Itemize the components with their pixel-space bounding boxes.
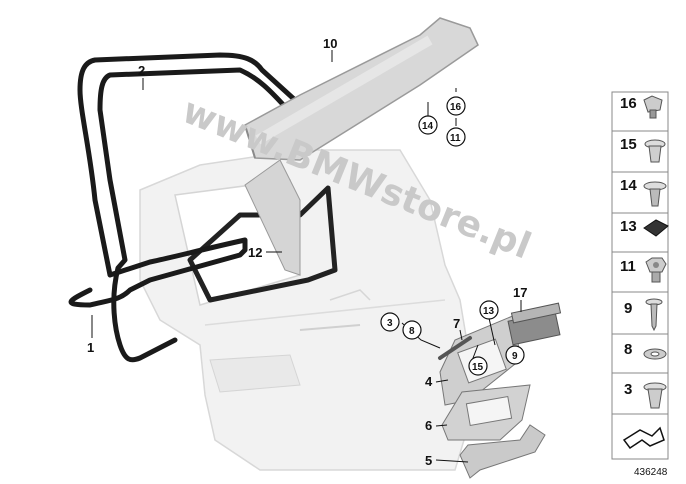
side-panel-number-11: 11 (620, 258, 636, 275)
circled-callout-3: 3 (387, 318, 393, 329)
side-panel-number-15: 15 (620, 136, 637, 153)
hex-nut-icon (645, 257, 667, 283)
circled-callout-14: 14 (422, 121, 434, 132)
callout-6: 6 (425, 418, 432, 433)
side-panel-number-9: 9 (624, 300, 632, 317)
circled-callouts (380, 96, 525, 376)
foam-pad-icon (643, 219, 669, 237)
screw-icon (645, 298, 663, 332)
callout-4: 4 (425, 374, 433, 389)
window-seal (187, 185, 338, 303)
tailgate-seal (68, 52, 298, 363)
side-panel-number-13: 13 (620, 218, 637, 235)
callout-1: 1 (87, 340, 94, 355)
side-panel-number-8: 8 (624, 341, 632, 358)
side-panel-number-3: 3 (624, 381, 632, 398)
callout-5: 5 (425, 453, 432, 468)
side-panel-number-14: 14 (620, 177, 637, 194)
plate-mount-5 (459, 424, 546, 479)
arrow-symbol-icon (622, 426, 665, 450)
callout-7: 7 (453, 316, 460, 331)
rear-spoiler (244, 17, 479, 161)
clip-nut-icon (643, 95, 663, 119)
light-strip-7 (438, 336, 472, 360)
side-panel: 16 15 14 13 11 9 8 3 (611, 91, 669, 460)
callout-2: 2 (138, 63, 145, 78)
push-clip-icon (643, 181, 667, 207)
callout-10: 10 (323, 36, 337, 51)
side-panel-number-16: 16 (620, 95, 637, 112)
circled-callout-11: 11 (450, 133, 461, 144)
washer-icon (643, 348, 667, 360)
circled-callout-9: 9 (512, 351, 518, 362)
circled-callout-15: 15 (472, 362, 484, 373)
callout-17: 17 (513, 285, 527, 300)
expanding-rivet-icon (644, 139, 666, 163)
expanding-nut-icon (643, 382, 667, 409)
circled-callout-8: 8 (409, 326, 415, 337)
document-number: 436248 (634, 467, 668, 478)
spoiler-bracket (244, 159, 301, 276)
circled-callout-13: 13 (483, 306, 495, 317)
callout-12: 12 (248, 245, 262, 260)
circled-callout-16: 16 (450, 102, 462, 113)
